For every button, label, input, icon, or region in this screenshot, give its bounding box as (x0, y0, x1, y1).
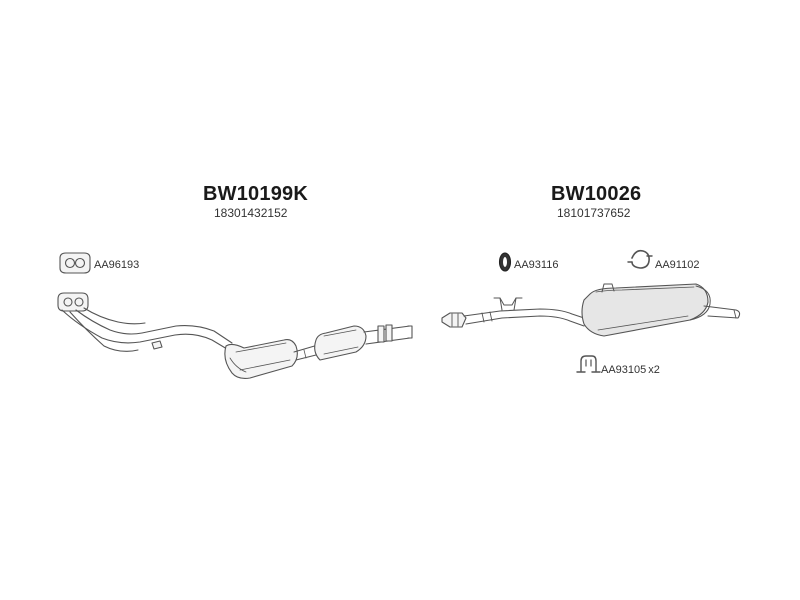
front-pipe-catalyst-assembly (57, 292, 413, 379)
accessory-label-aa91102: AA91102 (655, 259, 700, 271)
part-number-bw10199k: BW10199K (203, 183, 308, 205)
rubber-ring-icon (498, 252, 512, 272)
oem-number-18101737652: 18101737652 (557, 206, 631, 220)
gasket-icon (59, 252, 91, 274)
part-number-bw10026: BW10026 (551, 183, 642, 205)
accessory-label-aa96193: AA96193 (94, 259, 140, 271)
rear-silencer-assembly (441, 283, 741, 337)
accessory-quantity: x2 (648, 364, 660, 376)
accessory-code: AA93105 (601, 364, 647, 376)
pipe-clamp-icon (627, 249, 653, 269)
oem-number-18301432152: 18301432152 (214, 206, 288, 220)
accessory-label-aa93116: AA93116 (514, 259, 559, 271)
mounting-bracket-icon (576, 355, 601, 373)
